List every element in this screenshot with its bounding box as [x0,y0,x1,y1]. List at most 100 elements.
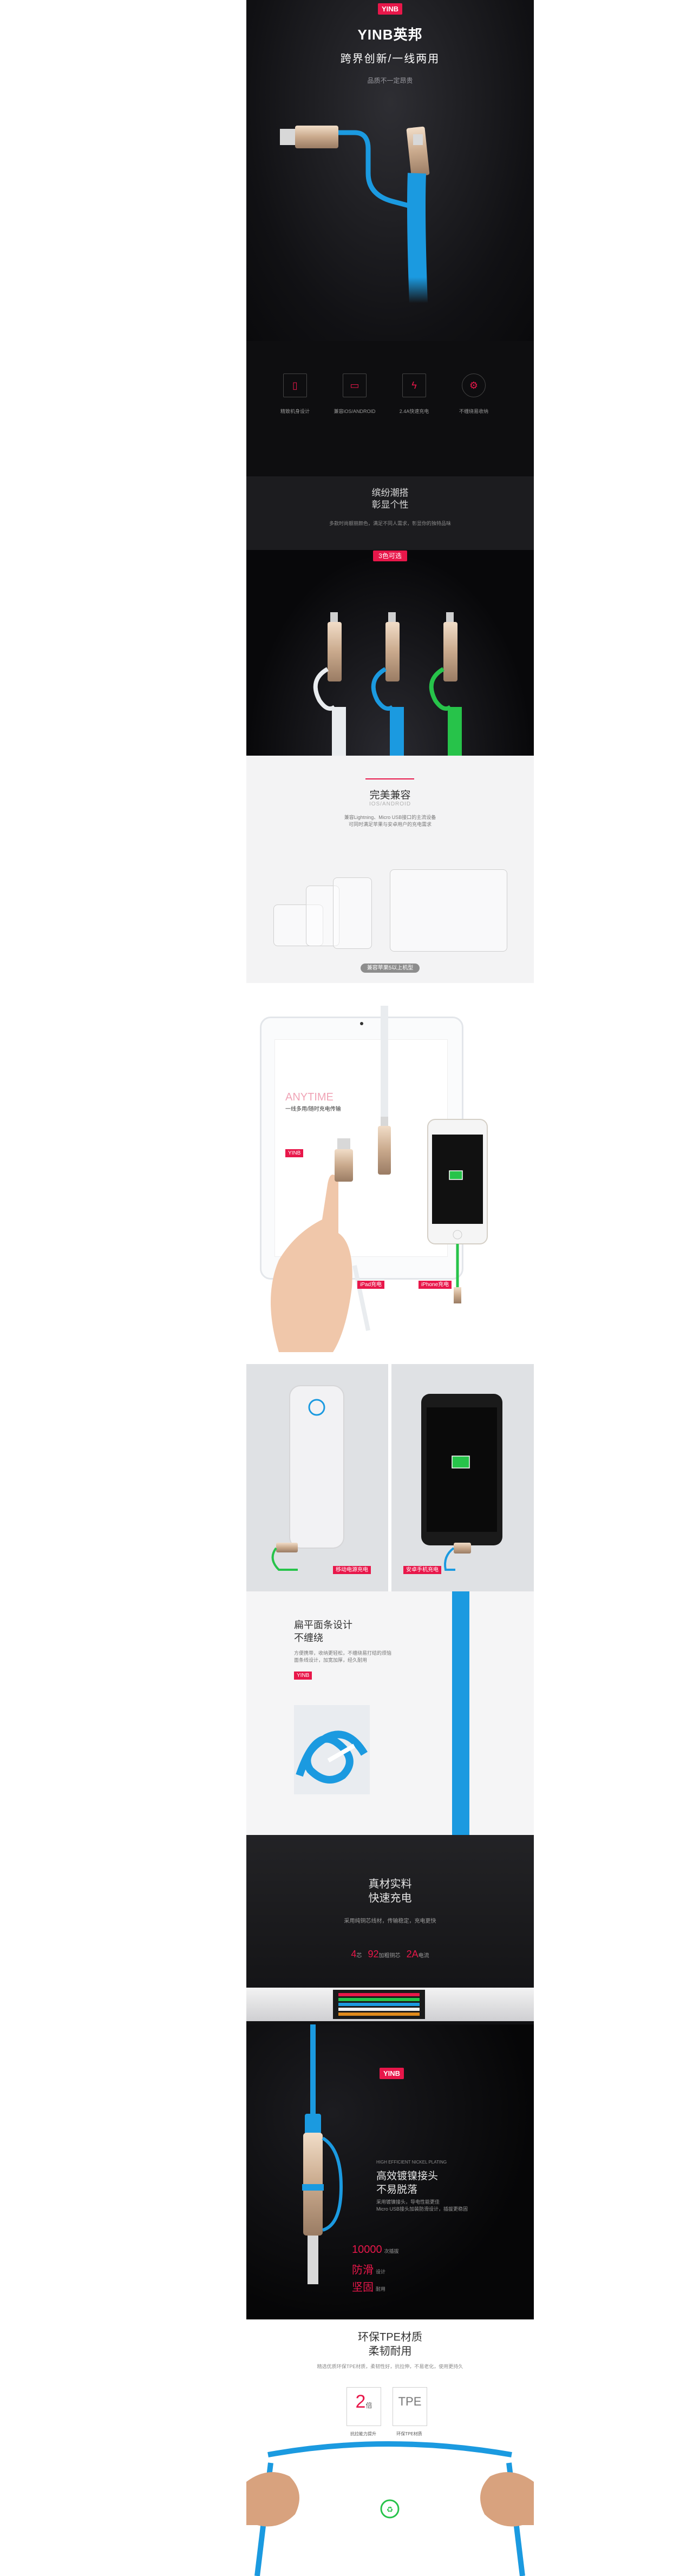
plug-title-line1: 高效镀镍接头 [376,2171,439,2182]
feature-item: ▭ 兼容iOS/ANDROID [330,373,379,415]
brand-badge: YINB [377,3,403,15]
compat-title: 完美兼容 [369,790,411,801]
tpe-label: 环保TPE材质 [396,2431,422,2436]
color-badge-wrap: 3色可选 [246,550,534,561]
color-options-badge: 3色可选 [373,550,407,561]
feature-item: ⚙ 不缠绕易收纳 [449,373,498,415]
flat-desc-line1: 方便携带，收纳更轻松，不缠绕易打结的烦恼 [294,1650,392,1656]
three-colors-section: 3色可选 [246,550,534,756]
material-title-line1: 真材实料 [368,1878,412,1890]
material-desc: 采用纯铜芯线材，传输稳定，充电更快 [344,1918,436,1924]
brand-logo: YINB英邦 [357,27,423,43]
android-phone-illustration [421,1394,502,1571]
plug-stat-2-label: 设计 [376,2269,386,2275]
android-label-wrap: 安卓手机充电 [403,1564,441,1574]
feature-label: 不缠绕易收纳 [459,409,488,414]
power-label-wrap: 移动电源充电 [333,1564,371,1574]
plug-desc-line2: Micro USB接头加装防滑设计，插拔更稳固 [376,2206,468,2212]
plug-stat-1-label: 次插拔 [384,2249,399,2254]
ipad-headline: 一线多用/随时充电传输 [285,1106,341,1112]
compat-pill: 兼容苹果5以上机型 [360,963,420,973]
compat-desc: 兼容Lightning、Micro USB接口的主流设备 可同时满足苹果与安卓用… [246,814,534,828]
hero-cable-illustration [280,126,430,304]
flat-badge-wrap: YINB [294,1670,312,1680]
flat-badge: YINB [294,1672,312,1680]
white-cable [313,612,346,756]
flat-desc: 方便携带，收纳更轻松，不缠绕易打结的烦恼 面条线设计，加宽加厚，经久耐用 [294,1650,391,1664]
compatibility-section: 完美兼容 IOS/ANDROID 兼容Lightning、Micro USB接口… [246,756,534,983]
feature-label: 2.4A快速充电 [399,409,429,414]
features-section: ▯ 精致机身设计 ▭ 兼容iOS/ANDROID ϟ 2.4A快速充电 ⚙ 不缠… [246,341,534,476]
ipad-badge-wrap: YINB [285,1148,304,1157]
material-title: 真材实料 快速充电 [246,1877,534,1905]
plug-section: YINB HIGH EFFICIENT NICKEL PLATING 高效镀镍接… [246,2024,534,2319]
plug-badge: YINB [380,2068,404,2079]
ipad-label-wrap: iPad充电 [357,1279,385,1289]
compat-desc-line1: 兼容Lightning、Micro USB接口的主流设备 [344,815,436,820]
power-bank-panel: 移动电源充电 [246,1364,388,1591]
feature-item: ϟ 2.4A快速充电 [390,373,439,415]
flat-title-line1: 扁平面条设计 [294,1620,352,1630]
iphone-label-wrap: iPhone充电 [419,1279,452,1289]
tpe-section: 环保TPE材质 柔韧耐用 精选优质环保TPE材质，柔韧性好，抗拉伸，不易老化，使… [246,2319,534,2576]
svg-text:♻: ♻ [387,2506,394,2514]
material-section: 真材实料 快速充电 采用纯铜芯线材，传输稳定，充电更快 4芯 92加粗铜芯 2A… [246,1835,534,2024]
stat-box-tpe: TPE [393,2387,427,2426]
flat-title-line2: 不缠绕 [294,1633,323,1643]
dual-panels-section: 移动电源充电 安卓手机充电 [246,1364,534,1591]
ipad-illustration [271,1006,488,1352]
stat-box-strength: 2倍 [346,2387,381,2426]
bolt-icon: ϟ [402,373,426,397]
flat-title: 扁平面条设计 不缠绕 [294,1618,352,1644]
android-panel: 安卓手机充电 [391,1364,534,1591]
plug-stat-2-num: 防滑 [352,2264,374,2276]
power-bank-label: 移动电源充电 [333,1566,371,1574]
plug-title-line2: 不易脱落 [376,2184,418,2195]
strength-number: 2 [355,2391,366,2412]
plug-desc-line1: 采用镀镍接头，导电性能更佳 [376,2199,440,2205]
plug-title: 高效镀镍接头 不易脱落 [376,2169,438,2197]
band-subtitle: 多款时尚靓丽颜色，满足不同人需求，彰显你的独特品味 [329,521,451,526]
band-title-line2: 彰显个性 [371,500,409,510]
plug-stat-1-num: 10000 [352,2244,382,2256]
compat-desc-line2: 可同时满足苹果与安卓用户的充电需求 [348,822,432,827]
color-band-section: 缤纷潮搭 彰显个性 多款时尚靓丽颜色，满足不同人需求，彰显你的独特品味 [246,476,534,550]
stat-a-num: 4 [351,1949,357,1959]
hero-tagline: 品质不一定昂贵 [367,77,413,84]
tpe-title-line2: 柔韧耐用 [368,2345,412,2357]
stat-c-num: 2A [406,1949,419,1959]
ipad-section: ANYTIME 一线多用/随时充电传输 YINB iPad充电 iPhone充电 [246,1006,534,1352]
ipad-camera [360,1022,363,1025]
flat-cable-strip [452,1591,469,1835]
brand-badge-wrap: YINB [246,3,534,15]
plug-illustration [302,2024,343,2284]
stat-c-label: 电流 [418,1953,429,1959]
plug-stat-3: 坚固耐用 [352,2278,385,2294]
tablet-outline [390,869,507,952]
material-stats: 4芯 92加粗铜芯 2A电流 [246,1949,534,1960]
gear-icon: ⚙ [462,373,486,397]
stat-b-num: 92 [368,1949,379,1959]
band-title: 缤纷潮搭 彰显个性 [246,487,534,511]
coiled-cable-photo [294,1705,370,1794]
flat-design-section: 扁平面条设计 不缠绕 方便携带，收纳更轻松，不缠绕易打结的烦恼 面条线设计，加宽… [246,1591,534,1835]
compat-pill-wrap: 兼容苹果5以上机型 [246,962,534,973]
wire-core-illustration [333,1990,425,2019]
feature-label: 兼容iOS/ANDROID [334,409,376,414]
plug-stat-2: 防滑设计 [352,2261,385,2277]
feature-item: ▯ 精致机身设计 [271,373,319,415]
tpe-title: 环保TPE材质 柔韧耐用 [246,2330,534,2358]
flat-desc-line2: 面条线设计，加宽加厚，经久耐用 [294,1657,368,1663]
ipad-badge: YINB [285,1149,304,1157]
hero-section: YINB YINB英邦 跨界创新/一线两用 品质不一定昂贵 [246,0,534,341]
plug-badge-wrap: YINB [380,2068,404,2079]
tpe-text: TPE [398,2395,422,2408]
phone-icon: ▯ [283,373,307,397]
tpe-desc: 精选优质环保TPE材质，柔韧性好，抗拉伸，不易老化，使用更持久 [317,2364,463,2369]
feature-label: 精致机身设计 [280,409,310,414]
power-bank-illustration [271,1385,344,1571]
ipad-charge-label: iPad充电 [357,1281,385,1289]
compat-en: IOS/ANDROID [369,801,411,807]
plug-en: HIGH EFFICIENT NICKEL PLATING [376,2160,447,2165]
